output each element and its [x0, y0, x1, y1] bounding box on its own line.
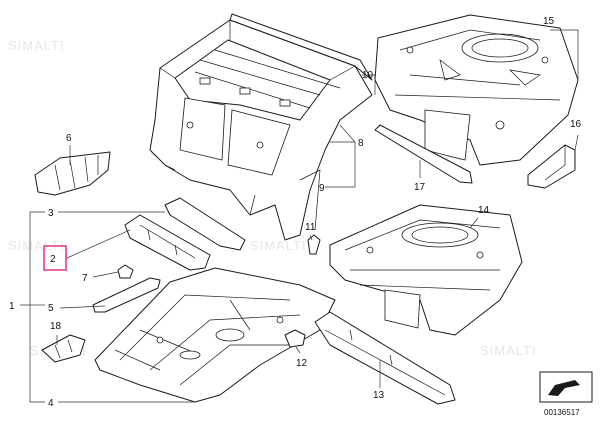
cross-member-strip — [374, 124, 473, 184]
heat-shield — [34, 151, 111, 196]
rear-end-panel — [314, 311, 456, 405]
callout-8: 8 — [358, 138, 364, 149]
tunnel-bracket — [164, 197, 246, 251]
callout-5: 5 — [48, 303, 54, 314]
callout-labels: 1 2 3 4 5 6 7 8 9 10 11 12 13 14 15 16 1… — [9, 16, 582, 409]
callout-6: 6 — [66, 133, 72, 144]
callout-11: 11 — [305, 222, 316, 233]
sill-bracket — [92, 277, 161, 313]
callout-15: 15 — [543, 16, 555, 27]
callout-2: 2 — [50, 254, 56, 265]
leader-lines — [20, 29, 579, 403]
callout-16: 16 — [570, 119, 582, 130]
callout-1: 1 — [9, 301, 15, 312]
rear-panel-frame — [149, 13, 373, 241]
highlight-box — [43, 245, 67, 271]
callout-18: 18 — [50, 321, 62, 332]
callout-7: 7 — [82, 273, 88, 284]
callout-10: 10 — [362, 70, 374, 81]
rear-trunk-panel-lower — [329, 204, 523, 336]
mount-bracket — [284, 329, 306, 348]
clip — [117, 264, 134, 279]
watermark-text: SIMALTI — [8, 238, 65, 253]
callout-3: 3 — [48, 208, 54, 219]
callout-17: 17 — [414, 182, 426, 193]
small-bracket — [41, 334, 86, 363]
direction-arrow-icon — [539, 371, 593, 403]
side-bracket — [527, 144, 576, 189]
callout-13: 13 — [373, 390, 385, 401]
watermark-text: SIMALTI — [8, 38, 65, 53]
floor-reinforcement — [124, 214, 211, 271]
watermark-text: SIMALTI — [250, 238, 307, 253]
callout-14: 14 — [478, 205, 490, 216]
watermark-text: SIMALTI — [480, 343, 537, 358]
callout-9: 9 — [319, 183, 325, 194]
callout-4: 4 — [48, 398, 54, 409]
clip-upper — [307, 234, 321, 255]
rear-trunk-panel-upper — [374, 14, 579, 166]
floor-pan — [94, 267, 336, 403]
document-id: 00136517 — [544, 408, 580, 417]
callout-12: 12 — [296, 358, 308, 369]
